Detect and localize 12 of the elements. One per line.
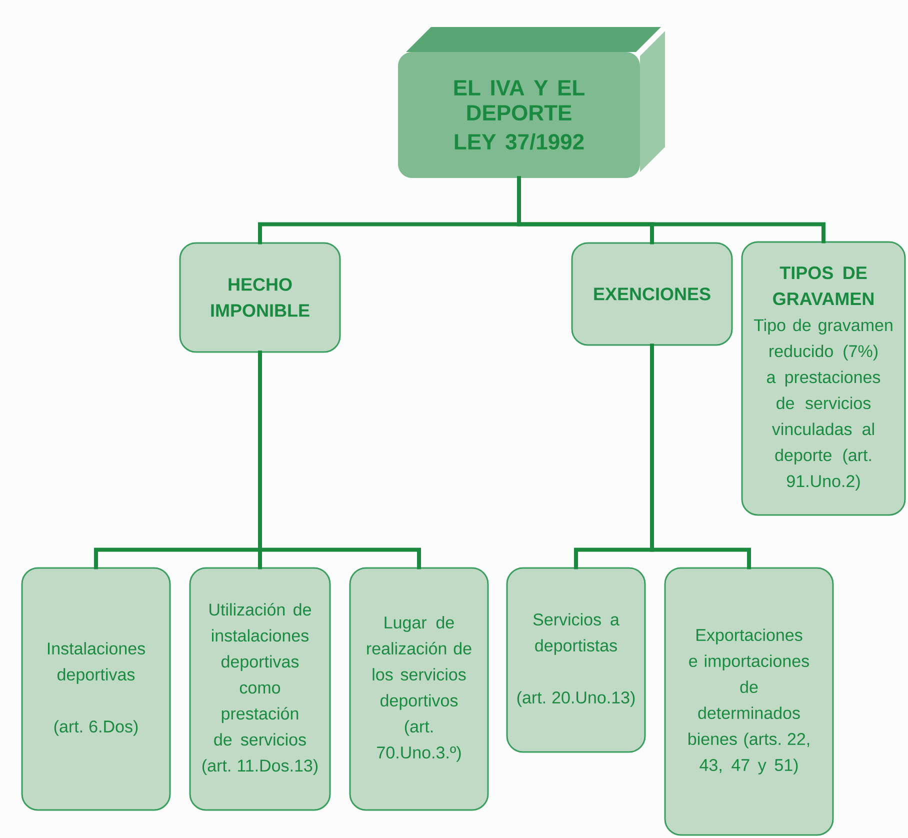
rounded-box: Utilización de instalaciones deportivas como prestación de servicios (art. 11.Dos.13) <box>189 567 331 811</box>
rounded-box: Servicios a deportistas (art. 20.Uno.13) <box>506 567 646 753</box>
connector <box>650 344 751 570</box>
rounded-box: Lugar de realización de los servicios deportivos (art. 70.Uno.3.º) <box>349 567 489 811</box>
rounded-box: HECHO IMPONIBLE <box>179 242 341 353</box>
connector <box>517 176 826 244</box>
rounded-box: EXENCIONES <box>571 242 733 346</box>
rounded-box: Exportaciones e importaciones de determinados bienes (arts. 22, 43, 47 y 51) <box>664 567 834 836</box>
rounded-box: TIPOS DE GRAVAMEN Tipo de gravamen reducido (7%) a prestaciones de servicios vinculadas al deporte (art. 91.Uno.2) <box>741 241 906 516</box>
rounded-box: Instalaciones deportivas (art. 6.Dos) <box>21 567 171 811</box>
connector <box>258 350 421 570</box>
3d-box: EL IVA Y EL DEPORTE LEY 37/1992 <box>398 27 665 178</box>
